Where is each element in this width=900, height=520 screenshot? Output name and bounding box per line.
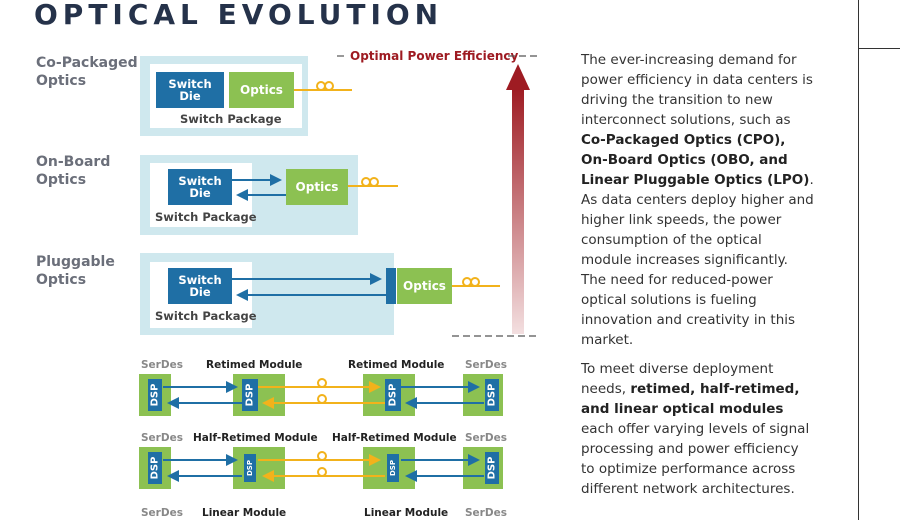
serdes-label-linear-right: SerDes: [465, 507, 507, 519]
linear-module-label-right: Linear Module: [364, 507, 449, 519]
obo-optics: Optics: [286, 169, 348, 205]
half-retimed-green-box-1: [233, 447, 285, 489]
retimed-dsp-module-right-text: DSP: [388, 384, 399, 407]
retimed-green-box-1: [233, 374, 285, 416]
half-retimed-dsp-serdes-right-text: DSP: [487, 457, 498, 480]
pluggable-electrical-traces: [232, 273, 386, 301]
half-retimed-dsp-module-left-text: DSP: [246, 460, 254, 476]
obo-switch-die: Switch Die: [168, 169, 232, 205]
pluggable-switch-package-label: Switch Package: [155, 309, 257, 323]
serdes-label-linear-left: SerDes: [141, 507, 183, 519]
retimed-dsp-serdes-left: [148, 379, 162, 411]
retimed-dsp-serdes-right-text: DSP: [487, 384, 498, 407]
half-retimed-fiber-loop-2: [317, 467, 327, 477]
cpo-label: Co-Packaged Optics: [36, 55, 138, 89]
pluggable-fiber: [452, 277, 500, 287]
efficiency-dashes: [337, 55, 540, 337]
pluggable-optics: Optics: [397, 268, 452, 304]
serdes-label-half-right: SerDes: [465, 432, 507, 444]
half-retimed-dsp-module-right: [387, 454, 399, 482]
cpo-switch-die: Switch Die: [156, 72, 224, 108]
retimed-dsp-module-left-text: DSP: [245, 384, 256, 407]
efficiency-arrow: [506, 64, 530, 334]
cpo-fiber: [294, 81, 352, 91]
half-retimed-dsp-module-right-text: DSP: [389, 460, 397, 476]
half-retimed-fiber-loop-1: [317, 451, 327, 461]
module-text-1: To meet diverse deployment needs,: [581, 361, 774, 397]
half-retimed-dsp-serdes-left-text: DSP: [150, 457, 161, 480]
module-bold-1: retimed, half-retimed, and linear optica…: [581, 381, 800, 417]
retimed-module-label-left: Retimed Module: [206, 359, 303, 371]
intro-text-1: The ever-increasing demand for power eff…: [581, 52, 813, 128]
retimed-module-label-right: Retimed Module: [348, 359, 445, 371]
cpo-optics: Optics: [229, 72, 294, 108]
module-text-2: each offer varying levels of signal proc…: [581, 421, 810, 497]
optimal-power-efficiency-label: Optimal Power Efficiency: [350, 49, 519, 63]
retimed-dsp-serdes-right: [485, 379, 499, 411]
serdes-label-retimed-right: SerDes: [465, 359, 507, 371]
retimed-dsp-module-right: [385, 379, 401, 411]
intro-paragraph: The ever-increasing demand for power eff…: [581, 50, 815, 350]
half-retimed-module-label-right: Half-Retimed Module: [332, 432, 457, 444]
intro-text-2: . As data centers deploy higher and high…: [581, 172, 814, 348]
cpo-switch-package-label: Switch Package: [180, 112, 282, 126]
half-retimed-dsp-module-left: [244, 454, 256, 482]
pluggable-label: Pluggable Optics: [36, 254, 115, 288]
page-title: OPTICAL EVOLUTION: [34, 0, 444, 31]
module-paragraph: To meet diverse deployment needs, retime…: [581, 359, 815, 499]
linear-module-label-left: Linear Module: [202, 507, 287, 519]
retimed-dsp-serdes-left-text: DSP: [150, 384, 161, 407]
half-retimed-dsp-serdes-left: [148, 452, 162, 484]
obo-switch-package-label: Switch Package: [155, 210, 257, 224]
obo-label: On-Board Optics: [36, 154, 111, 188]
pluggable-connector: [386, 268, 396, 304]
serdes-label-retimed-left: SerDes: [141, 359, 183, 371]
half-retimed-module-label-left: Half-Retimed Module: [193, 432, 318, 444]
retimed-dsp-module-left: [242, 379, 258, 411]
page-edge-tick: [858, 48, 900, 49]
retimed-fiber-loop-2: [317, 394, 327, 404]
serdes-label-half-left: SerDes: [141, 432, 183, 444]
half-retimed-dsp-serdes-right: [485, 452, 499, 484]
pluggable-switch-die: Switch Die: [168, 268, 232, 304]
obo-electrical-traces: [232, 174, 286, 201]
obo-fiber: [348, 177, 398, 187]
retimed-fiber-loop-1: [317, 378, 327, 388]
page-edge-rule: [858, 0, 859, 520]
intro-bold-1: Co-Packaged Optics (CPO), On-Board Optic…: [581, 132, 810, 188]
